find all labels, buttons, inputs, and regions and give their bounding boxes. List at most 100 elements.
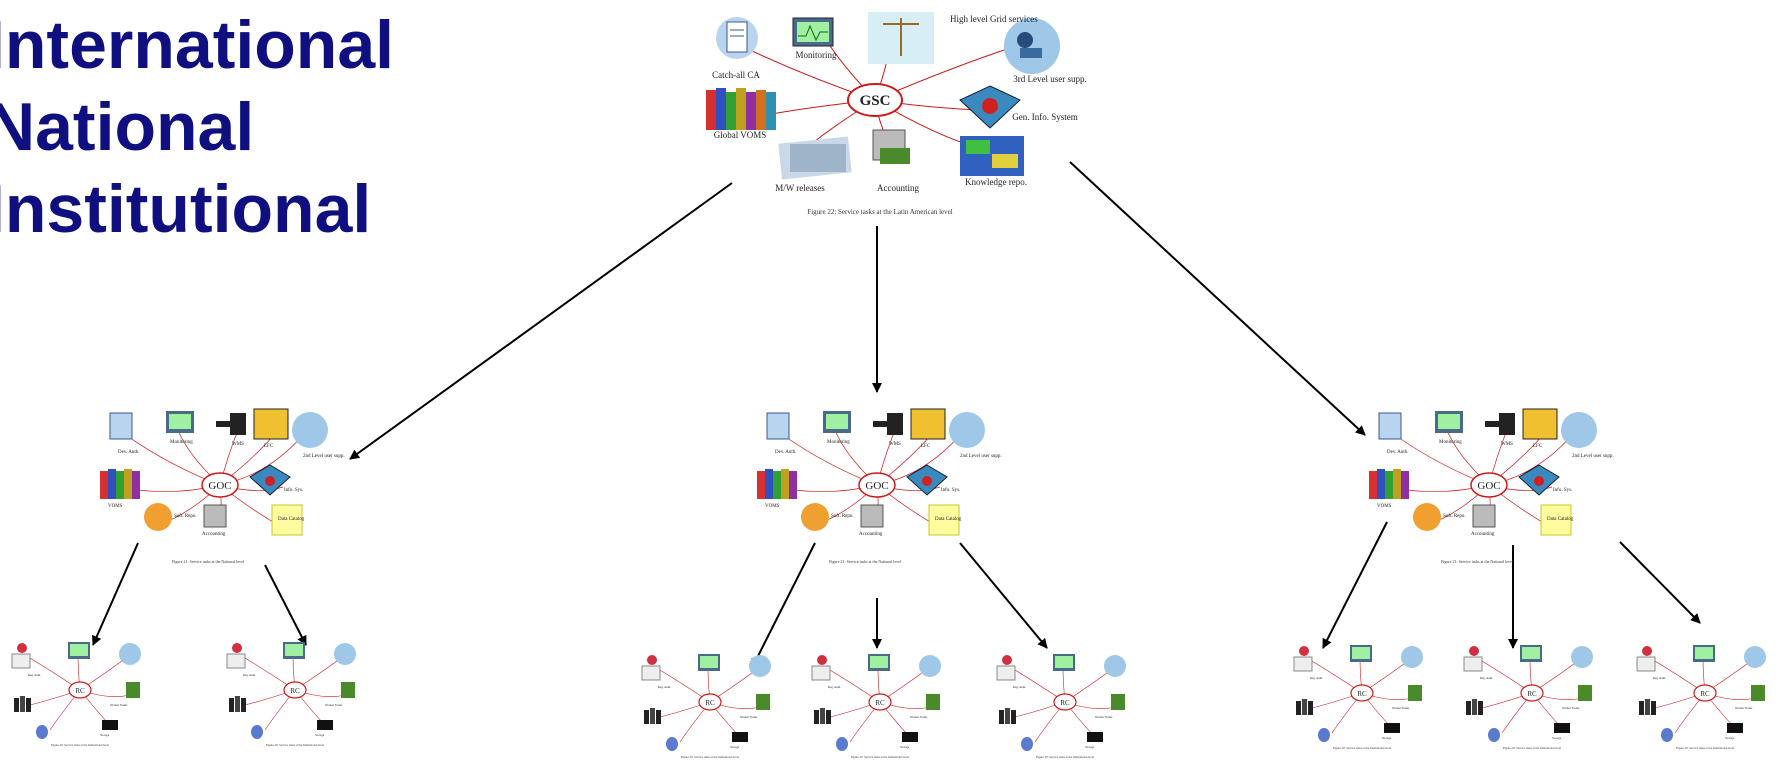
arrow-center-to-inst3 [959, 542, 1048, 649]
storage-icon [1087, 732, 1103, 742]
arrow-left-to-inst1 [92, 542, 139, 646]
info-system-icon [1518, 464, 1560, 496]
svg-text:2nd Level user supp.: 2nd Level user supp. [1572, 454, 1614, 459]
gsc-hub [847, 83, 903, 117]
certificate-icon [1463, 646, 1483, 672]
monitor-icon [68, 642, 90, 659]
catalog-icon [1540, 504, 1572, 536]
svg-text:Storage: Storage [1552, 736, 1562, 740]
wms-icon [216, 413, 246, 435]
scales-icon [868, 12, 934, 64]
institutional-diagram-8: RC Reg. Auth. Worker Nodes Storage Figur… [1635, 643, 1775, 753]
helpdesk-icon [749, 655, 771, 677]
monitor-icon [166, 411, 194, 433]
label-accounting: Accounting [877, 183, 919, 193]
info-system-icon [906, 464, 948, 496]
releases-icon [778, 136, 852, 180]
goc-hub [201, 472, 239, 498]
svg-text:VOMS: VOMS [108, 504, 123, 509]
certificate-icon [641, 655, 661, 681]
svg-text:Dev. Auth.: Dev. Auth. [118, 450, 139, 455]
people-icon [644, 708, 661, 724]
people-icon [14, 696, 31, 712]
level-list: International National Institutional [0, 4, 394, 250]
people-icon [1296, 699, 1313, 715]
svg-text:Figure 20: Service tasks at th: Figure 20: Service tasks at the Institut… [1333, 746, 1391, 750]
svg-text:RC: RC [1527, 690, 1537, 698]
goc-hub [858, 472, 896, 498]
goc-hub-label: GOC [208, 480, 231, 492]
mouse-icon [836, 737, 848, 751]
worker-icon [1111, 694, 1125, 710]
svg-text:Monitoring: Monitoring [827, 440, 850, 445]
svg-text:Reg. Auth.: Reg. Auth. [28, 673, 41, 677]
svg-text:LFC: LFC [264, 444, 274, 449]
arrow-right-to-inst3 [1619, 541, 1701, 624]
info-system-icon [249, 464, 291, 496]
worker-icon [1578, 685, 1592, 701]
certificate-icon [226, 643, 246, 669]
worker-icon [126, 682, 140, 698]
label-catch-all-ca: Catch-all CA [712, 70, 760, 80]
svg-text:RC: RC [875, 699, 885, 707]
svg-text:Soft. Repo.: Soft. Repo. [174, 514, 197, 519]
svg-text:Info. Sys.: Info. Sys. [1553, 488, 1572, 493]
international-diagram: GSC Catch-all CA Monitoring High level G… [690, 8, 1090, 228]
helpdesk-icon [1561, 412, 1597, 448]
svg-text:Reg. Auth.: Reg. Auth. [1653, 676, 1666, 680]
level-national: National [0, 89, 255, 165]
svg-text:Accounting: Accounting [859, 532, 883, 537]
level-institutional: Institutional [0, 171, 372, 247]
svg-text:Dev. Auth.: Dev. Auth. [1387, 450, 1408, 455]
svg-text:2nd Level user supp.: 2nd Level user supp. [303, 454, 345, 459]
institutional-diagram-5: RC Reg. Auth. Worker Nodes Storage Figur… [995, 652, 1135, 762]
lfc-icon [910, 408, 946, 440]
accounting-icon [1472, 504, 1496, 528]
arrow-right-to-inst1 [1322, 521, 1388, 649]
svg-text:Storage: Storage [1725, 736, 1735, 740]
accounting-icon [203, 504, 227, 528]
people-icon [229, 696, 246, 712]
monitor-icon [1350, 645, 1372, 662]
arrow-top-to-right [1069, 161, 1366, 436]
helpdesk-icon [1571, 646, 1593, 668]
svg-text:RC: RC [1357, 690, 1367, 698]
institutional-diagram-3: RC Reg. Auth. Worker Nodes Storage Figur… [640, 652, 780, 762]
monitor-icon [283, 642, 305, 659]
international-caption: Figure 22: Service tasks at the Latin Am… [807, 208, 952, 216]
svg-text:Info. Sys.: Info. Sys. [941, 488, 960, 493]
monitor-icon [823, 411, 851, 433]
monitor-icon [698, 654, 720, 671]
accounting-icon [872, 129, 910, 164]
monitor-icon [1435, 411, 1463, 433]
helpdesk-icon [292, 412, 328, 448]
certificate-icon [716, 17, 758, 59]
storage-icon [1727, 723, 1743, 733]
svg-text:WMS: WMS [232, 442, 244, 447]
rc-hub [1053, 693, 1077, 711]
svg-text:Monitoring: Monitoring [1439, 440, 1462, 445]
institutional-diagram-1: RC Reg. Auth. Worker Nodes Storage Figur… [10, 640, 150, 750]
svg-text:Figure 20: Service tasks at th: Figure 20: Service tasks at the Institut… [1676, 746, 1734, 750]
arrow-left-to-inst2 [264, 564, 307, 646]
helpdesk-icon [1004, 18, 1060, 74]
helpdesk-icon [334, 643, 356, 665]
svg-text:Figure 20: Service tasks at th: Figure 20: Service tasks at the Institut… [1503, 746, 1561, 750]
svg-text:Figure 21: Service tasks at th: Figure 21: Service tasks at the National… [1441, 559, 1514, 564]
svg-text:Dev. Auth.: Dev. Auth. [775, 450, 796, 455]
svg-text:Figure 20: Service tasks at th: Figure 20: Service tasks at the Institut… [681, 755, 739, 759]
svg-text:Reg. Auth.: Reg. Auth. [658, 685, 671, 689]
svg-text:Reg. Auth.: Reg. Auth. [1013, 685, 1026, 689]
monitor-icon [792, 17, 834, 47]
software-repo-icon [1413, 503, 1441, 531]
svg-text:Accounting: Accounting [1471, 532, 1495, 537]
worker-icon [1408, 685, 1422, 701]
rc-hub [1350, 684, 1374, 702]
svg-text:Reg. Auth.: Reg. Auth. [1310, 676, 1323, 680]
mouse-icon [251, 725, 263, 739]
svg-text:Worker Nodes: Worker Nodes [325, 703, 343, 707]
storage-icon [1554, 723, 1570, 733]
rc-hub [1520, 684, 1544, 702]
monitor-icon [868, 654, 890, 671]
mouse-icon [1488, 728, 1500, 742]
